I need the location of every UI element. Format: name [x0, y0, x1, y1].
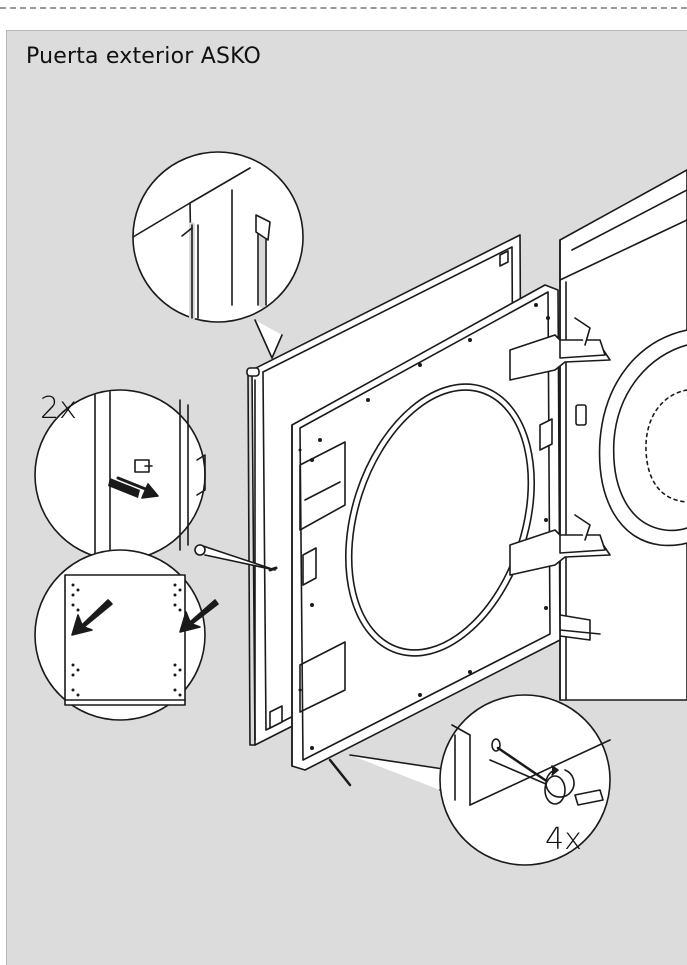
detail-circle-4x — [349, 694, 611, 866]
rotate-icon — [545, 769, 575, 798]
hinge-upper — [509, 317, 611, 381]
screwdriver-icon — [574, 789, 604, 806]
inner-door-panel — [291, 284, 561, 787]
detail-circle-plate — [34, 549, 219, 721]
washing-machine-drawing — [559, 169, 687, 701]
page-title: Puerta exterior ASKO — [26, 44, 262, 69]
detail-circle-2x — [34, 389, 276, 571]
hinge-lower — [509, 514, 611, 576]
hinge-screw-count: 2x — [40, 391, 77, 426]
mount-screw-count: 4x — [545, 822, 582, 857]
page-top-divider — [0, 7, 687, 9]
arrow-icon — [71, 599, 113, 636]
detail-circle-top — [132, 151, 304, 359]
